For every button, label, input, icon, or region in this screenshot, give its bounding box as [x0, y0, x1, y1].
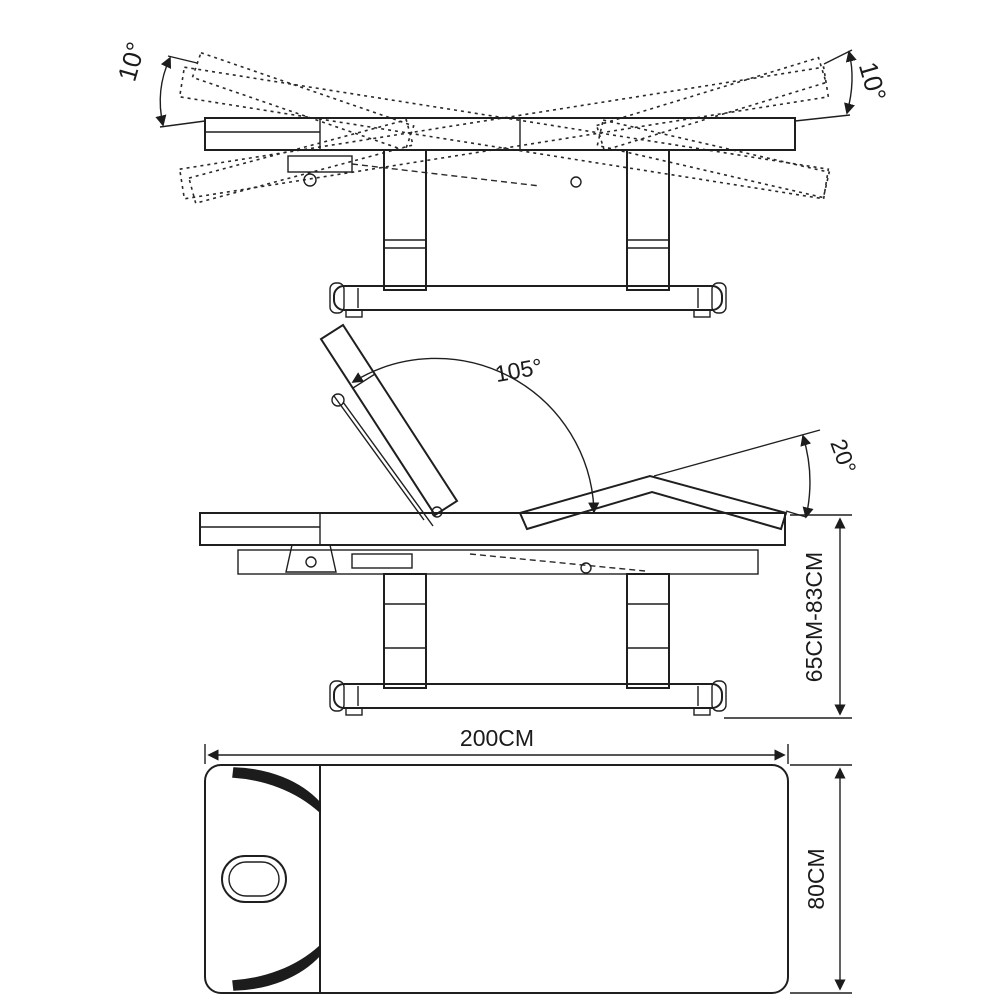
control-box	[351, 553, 413, 569]
left-tilt-angle-dimension: 10°	[112, 38, 206, 128]
pedestal-column-left	[383, 149, 427, 291]
backrest-angle-label: 105°	[493, 353, 544, 387]
pedestal-column-right	[626, 149, 670, 291]
tilt-beam-dashed	[178, 66, 830, 200]
foot-pad	[693, 707, 711, 716]
leg-angle-label: 20°	[825, 435, 861, 477]
actuator-dashed	[469, 553, 646, 572]
tilt-beam-dashed	[178, 66, 830, 200]
leg-rest-extension-line	[785, 510, 807, 518]
plan-view: 200CM 80CM	[204, 725, 852, 994]
backrest-angle-dimension: 105°	[351, 353, 600, 514]
raised-position-side-view: 20° 105°	[199, 323, 862, 719]
shoulder-recess-top	[232, 767, 321, 814]
bed-plan-outline	[204, 764, 789, 994]
floor-base	[329, 680, 727, 716]
tilt-range-side-view: 10° 10°	[112, 38, 893, 318]
foot-pad	[345, 309, 363, 318]
left-tilt-angle-label: 10°	[112, 38, 152, 84]
pivot-joint	[303, 173, 317, 187]
foot-pad	[693, 309, 711, 318]
width-dimension: 80CM	[790, 764, 852, 994]
face-hole	[221, 855, 287, 903]
width-label: 80CM	[803, 848, 829, 909]
backrest-raised	[319, 323, 459, 527]
support-pivot	[331, 393, 345, 407]
motor-bracket	[285, 544, 337, 573]
foot-tilt-beam-dashed	[596, 119, 831, 199]
floor-base	[329, 282, 727, 318]
leg-angle-dimension: 20°	[653, 429, 862, 519]
head-tilt-beam-dashed	[191, 51, 415, 152]
pivot-joint	[570, 176, 582, 188]
length-dimension: 200CM	[204, 725, 789, 764]
tabletop-flat	[204, 117, 796, 151]
right-tilt-angle-dimension: 10°	[794, 49, 893, 122]
pivot-joint	[305, 556, 317, 568]
pedestal-column-left	[383, 573, 427, 689]
foot-tilt-beam-dashed	[595, 56, 828, 152]
height-range-label: 65CM-83CM	[801, 552, 827, 682]
right-tilt-angle-label: 10°	[853, 58, 893, 104]
length-label: 200CM	[460, 725, 534, 751]
height-dimension: 65CM-83CM	[724, 514, 852, 719]
backrest-support-arm	[333, 395, 425, 521]
under-frame	[237, 544, 759, 575]
platform-slab	[199, 512, 786, 546]
backrest-support-arm	[342, 401, 434, 527]
head-tilt-beam-dashed	[187, 118, 415, 205]
pedestal-column-right	[626, 573, 670, 689]
foot-pad	[345, 707, 363, 716]
pivot-joint	[580, 562, 592, 574]
leg-rest-raised	[518, 474, 788, 531]
shoulder-recess-bottom	[232, 944, 321, 991]
